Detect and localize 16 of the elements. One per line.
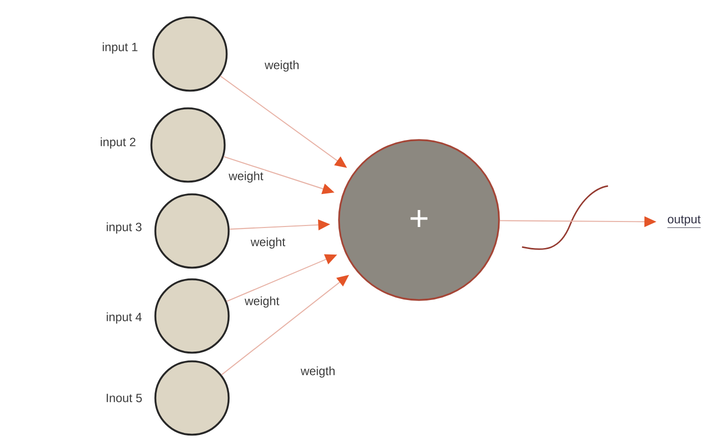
- input-label: input 3: [106, 222, 142, 234]
- edge-label: weigth: [299, 365, 337, 379]
- edge-label: weight: [243, 295, 281, 309]
- input-circle: [154, 193, 230, 269]
- input-label: Inout 5: [106, 394, 142, 402]
- input-label: input 2: [100, 137, 136, 149]
- edge-label: weight: [227, 170, 265, 184]
- input-label: input 1: [102, 42, 138, 54]
- edge-label: weigth: [263, 59, 301, 73]
- input-circle: [154, 360, 230, 436]
- edge-label: weight: [249, 236, 287, 250]
- output-label: output: [667, 216, 701, 228]
- input-label: input 4: [106, 312, 142, 324]
- input-circle: [154, 278, 230, 354]
- input-circle: [150, 107, 226, 183]
- input-circle: [152, 16, 228, 92]
